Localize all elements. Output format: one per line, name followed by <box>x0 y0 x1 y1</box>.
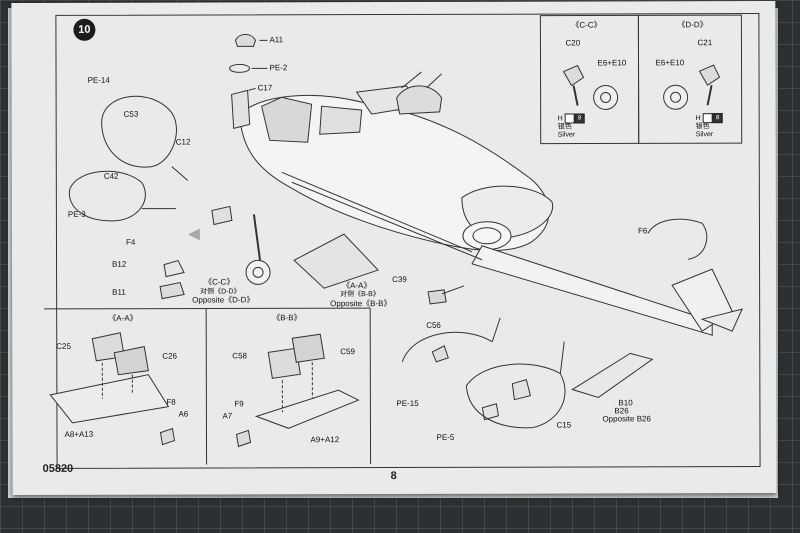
detail-dd-paint-name: Silver <box>695 131 714 139</box>
detail-aa-a8a13: A8+A13 <box>64 429 94 439</box>
callout-cc-opposite: Opposite《D-D》 <box>192 295 255 305</box>
part-label-pe14: PE-14 <box>87 75 110 85</box>
part-label-pe2: PE-2 <box>269 63 288 73</box>
detail-bb-f9: F9 <box>234 399 244 409</box>
part-label-f4: F4 <box>125 237 136 247</box>
part-label-pe15: PE-15 <box>396 398 419 408</box>
detail-bb-a7: A7 <box>222 411 233 421</box>
part-label-b12: B12 <box>112 259 127 269</box>
detail-cc-paint-cn: 银色 <box>557 123 572 131</box>
cockpit-front <box>261 96 313 143</box>
tail-boom <box>471 245 713 336</box>
detail-aa-f8: F8 <box>166 397 176 407</box>
part-label-c12: C12 <box>175 137 191 147</box>
detail-bb-title: 《B-B》 <box>272 313 302 323</box>
callout-cc: 《C-C》 <box>204 277 235 287</box>
part-label-pe5: PE-5 <box>436 432 455 442</box>
paint-swatch-number: 8 <box>574 113 585 124</box>
part-label-f6: F6 <box>637 226 648 236</box>
detail-dd-title: 《D-D》 <box>677 20 708 30</box>
callout-aa-cn: 对侧《B-B》 <box>340 291 380 299</box>
part-label-c15: C15 <box>556 420 572 430</box>
detail-aa-c25: C25 <box>56 341 71 351</box>
detail-aa-c26: C26 <box>162 351 177 361</box>
part-label-pe3: PE-3 <box>67 209 86 219</box>
detail-dd-e6e10: E6+E10 <box>655 58 685 68</box>
callout-aa-opposite: Opposite《B-B》 <box>330 299 392 309</box>
detail-bb-c59: C59 <box>340 347 355 357</box>
page-number: 8 <box>390 469 397 483</box>
detail-cc-paint: H 8 <box>557 113 585 124</box>
detail-cc-c20: C20 <box>565 38 581 48</box>
detail-dd-c21: C21 <box>697 38 713 48</box>
detail-box-dd <box>637 14 743 144</box>
detail-aa-a6: A6 <box>178 409 189 419</box>
paint-swatch-number: 8 <box>712 113 723 124</box>
page-code: 05820 <box>42 462 74 475</box>
part-label-c42: C42 <box>103 171 119 181</box>
instruction-sheet: 10 <box>11 1 777 495</box>
paint-swatch-white <box>564 113 575 124</box>
part-label-c17: C17 <box>257 83 273 93</box>
paint-swatch-white <box>702 113 713 124</box>
detail-bb-a9a12: A9+A12 <box>310 435 340 445</box>
part-label-a11: A11 <box>269 35 284 45</box>
paint-code: H <box>695 115 701 123</box>
detail-cc-e6e10: E6+E10 <box>597 58 627 68</box>
detail-dd-paint-cn: 银色 <box>695 123 710 131</box>
detail-bb-c58: C58 <box>232 351 247 361</box>
part-label-c53: C53 <box>123 109 139 119</box>
detail-box-cc <box>539 14 640 145</box>
part-label-b11: B11 <box>112 287 126 297</box>
callout-aa: 《A-A》 <box>342 281 372 291</box>
line-art <box>44 14 744 465</box>
paint-code: H <box>557 115 563 123</box>
rotor-hub <box>396 85 443 115</box>
detail-aa-title: 《A-A》 <box>108 313 138 323</box>
detail-cc-paint-name: Silver <box>557 131 576 139</box>
stub-wing <box>293 233 379 289</box>
part-label-c56: C56 <box>426 320 441 330</box>
detail-cc-title: 《C-C》 <box>571 20 602 30</box>
part-label-c39: C39 <box>392 274 407 285</box>
detail-dd-paint: H 8 <box>695 113 723 124</box>
part-label-opposite-b26: Opposite B26 <box>602 414 651 424</box>
